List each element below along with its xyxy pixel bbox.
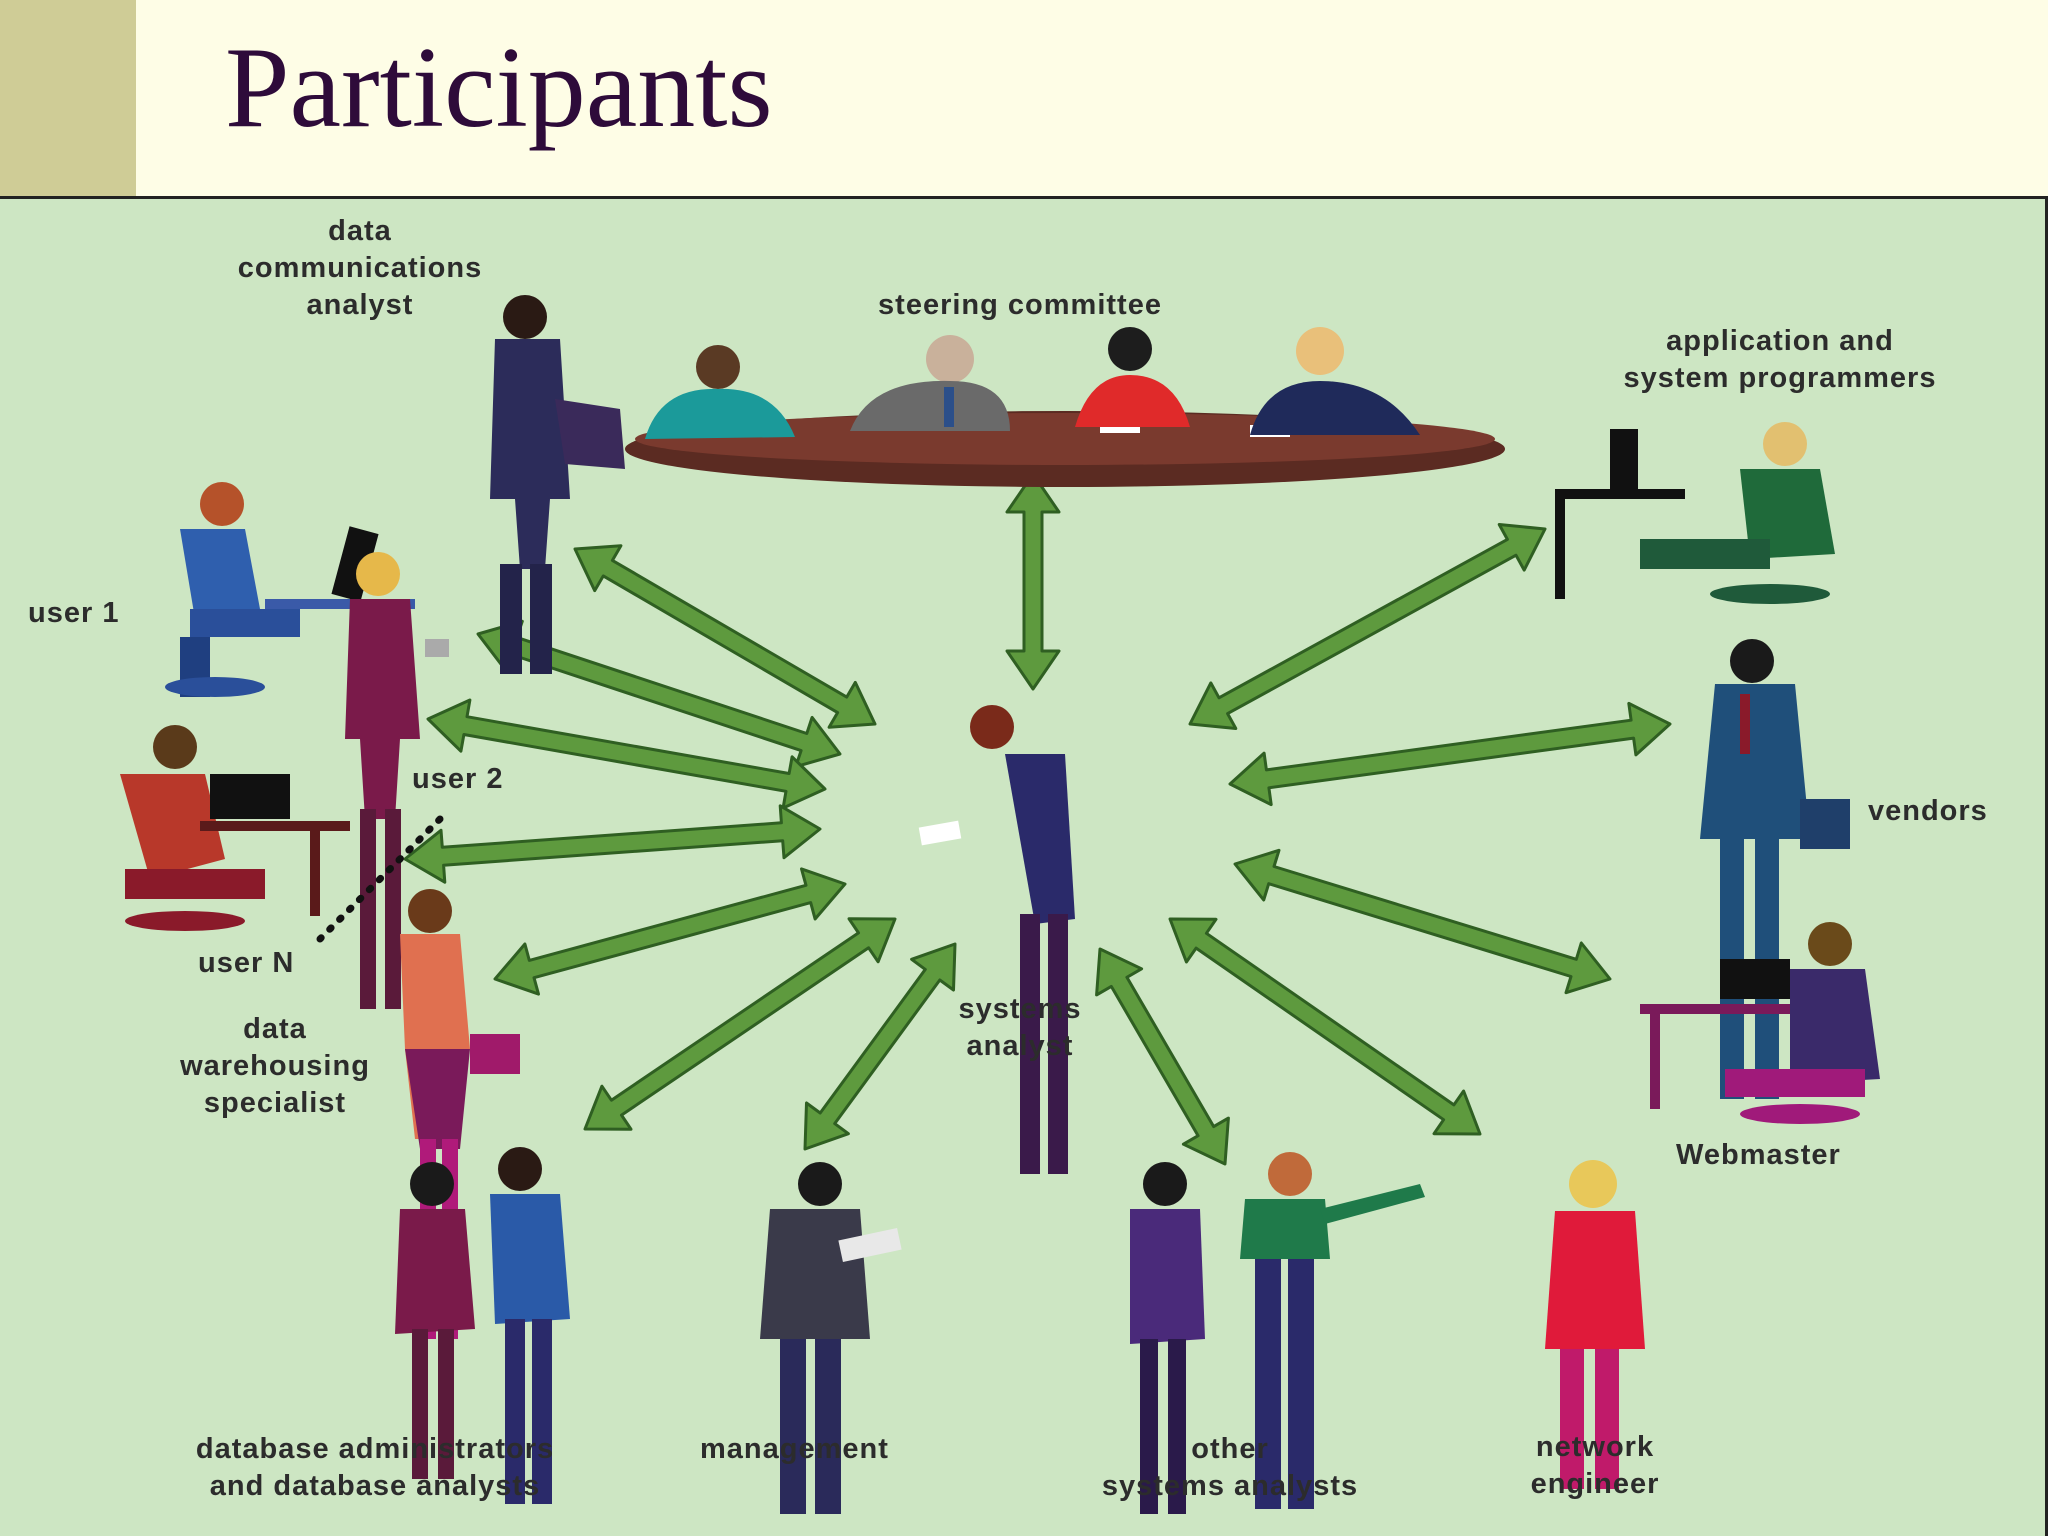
label-management: management xyxy=(700,1433,889,1465)
arrow-steering-committee xyxy=(1005,472,1061,691)
title-accent-bar xyxy=(0,0,136,196)
data-communications-analyst-figure xyxy=(490,295,625,674)
arrow-network-engineer xyxy=(1168,917,1482,1136)
database-administrators-figure xyxy=(395,1147,570,1504)
user-range-dots xyxy=(316,815,444,943)
label-user-1: user 1 xyxy=(28,597,120,629)
user-n-figure xyxy=(120,725,350,931)
application-programmers-figure xyxy=(1555,422,1835,604)
participants-diagram: data communications analyst steering com… xyxy=(0,196,2048,1536)
committee-member-1-icon xyxy=(645,345,795,439)
arrow-user-2-lower xyxy=(426,698,827,810)
label-data-warehousing-specialist: data warehousing specialist xyxy=(180,1013,370,1119)
label-application-programmers: application and system programmers xyxy=(1623,325,1937,394)
committee-member-3-icon xyxy=(1075,327,1190,427)
diagram-graphics xyxy=(120,295,1880,1514)
label-webmaster: Webmaster xyxy=(1676,1139,1841,1171)
connection-arrows xyxy=(403,472,1672,1166)
arrow-other-systems-analysts xyxy=(1095,947,1230,1166)
committee-member-2-icon xyxy=(850,335,1010,431)
slide-title: Participants xyxy=(225,24,773,152)
committee-member-4-icon xyxy=(1250,327,1420,435)
management-figure xyxy=(760,1162,902,1514)
webmaster-figure xyxy=(1640,922,1880,1124)
label-systems-analyst: systems analyst xyxy=(958,993,1082,1062)
label-data-communications-analyst: data communications analyst xyxy=(237,215,483,321)
arrow-data-warehousing-specialist xyxy=(493,867,847,996)
arrow-application-programmers xyxy=(1188,523,1547,730)
arrow-vendors xyxy=(1228,701,1672,807)
label-database-administrators: database administrators and database ana… xyxy=(195,1433,555,1502)
other-systems-analysts-figure xyxy=(1130,1152,1425,1514)
user-1-figure xyxy=(165,482,415,697)
arrow-database-administrators xyxy=(583,917,897,1131)
label-other-systems-analysts: other systems analysts xyxy=(1101,1433,1359,1502)
arrow-user-n xyxy=(403,804,822,884)
network-engineer-figure xyxy=(1545,1160,1645,1489)
label-user-2: user 2 xyxy=(412,763,504,795)
label-steering-committee: steering committee xyxy=(878,289,1162,321)
arrow-webmaster xyxy=(1233,848,1612,995)
arrow-data-communications-analyst xyxy=(573,544,877,729)
arrow-management xyxy=(803,942,957,1151)
label-user-n: user N xyxy=(198,947,295,979)
systems-analyst-figure xyxy=(918,705,1075,1174)
label-vendors: vendors xyxy=(1868,795,1988,827)
user-2-figure xyxy=(345,552,449,1009)
label-network-engineer: network engineer xyxy=(1530,1431,1660,1500)
